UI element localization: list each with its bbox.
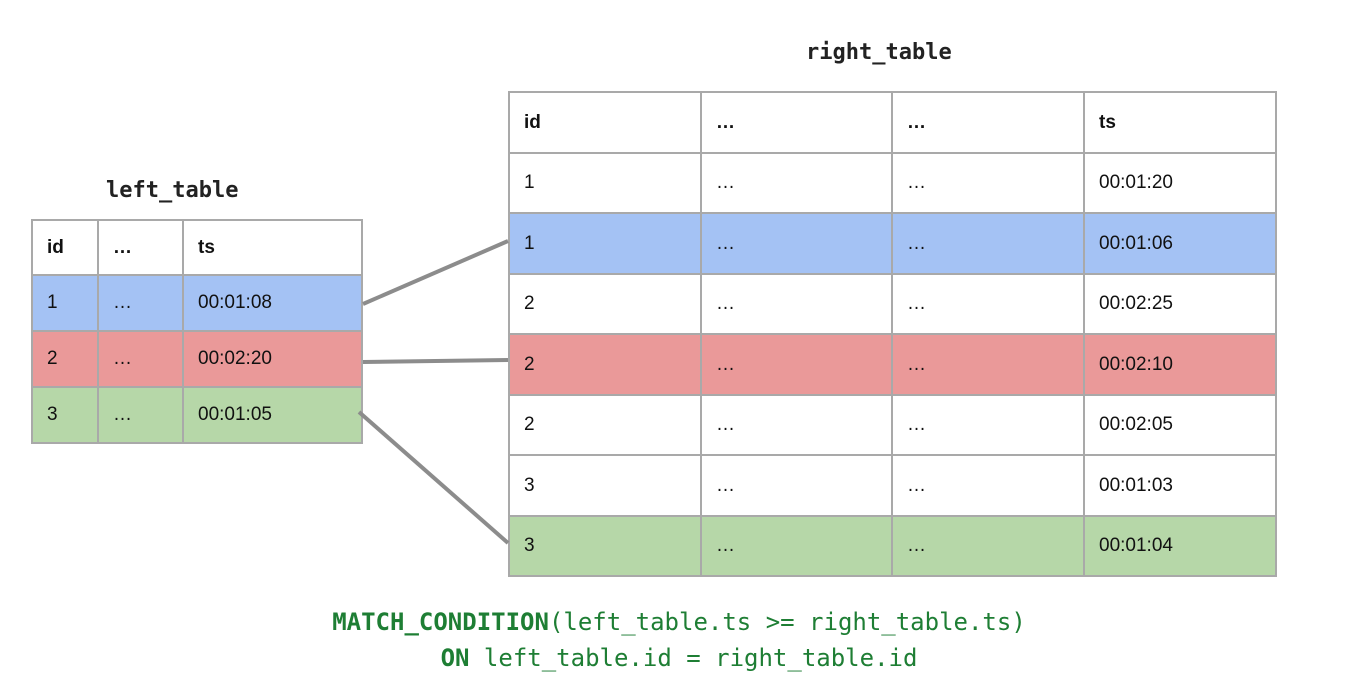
cell: …: [97, 386, 184, 444]
table-row: 1 … 00:01:08: [31, 274, 363, 332]
table-row: 1 … … 00:01:20: [508, 152, 1277, 214]
connector-line-green: [357, 410, 510, 545]
cell: 3: [508, 515, 702, 577]
cell: 00:01:04: [1083, 515, 1277, 577]
cell: …: [700, 333, 893, 396]
table-row: 2 … 00:02:20: [31, 330, 363, 388]
cell: 1: [508, 212, 702, 275]
cell: …: [891, 454, 1085, 517]
cell: …: [97, 274, 184, 332]
table-row: 2 … … 00:02:10: [508, 333, 1277, 396]
cell: 3: [508, 454, 702, 517]
left-table: id … ts 1 … 00:01:08 2 … 00:02:20 3 … 00…: [31, 219, 363, 444]
cell: …: [700, 515, 893, 577]
cell: 00:01:05: [182, 386, 363, 444]
cell: …: [891, 515, 1085, 577]
match-condition-expression: (left_table.ts >= right_table.ts): [548, 608, 1026, 636]
header-cell: id: [508, 91, 702, 154]
cell: 00:02:20: [182, 330, 363, 388]
cell: 00:02:05: [1083, 394, 1277, 456]
table-row: 2 … … 00:02:25: [508, 273, 1277, 335]
header-cell: ts: [182, 219, 363, 276]
cell: …: [891, 333, 1085, 396]
cell: 2: [508, 333, 702, 396]
table-row: 2 … … 00:02:05: [508, 394, 1277, 456]
table-row: 3 … … 00:01:03: [508, 454, 1277, 517]
on-keyword: ON: [440, 644, 470, 672]
cell: …: [700, 273, 893, 335]
cell: 2: [508, 273, 702, 335]
cell: …: [700, 394, 893, 456]
cell: …: [97, 330, 184, 388]
header-cell: …: [97, 219, 184, 276]
cell: 00:02:10: [1083, 333, 1277, 396]
cell: 2: [31, 330, 99, 388]
cell: …: [891, 394, 1085, 456]
cell: 00:01:20: [1083, 152, 1277, 214]
connector-line-blue: [362, 239, 509, 306]
table-row: 3 … 00:01:05: [31, 386, 363, 444]
cell: 00:01:03: [1083, 454, 1277, 517]
cell: 00:01:08: [182, 274, 363, 332]
header-cell: …: [700, 91, 893, 154]
cell: …: [891, 273, 1085, 335]
cell: 00:01:06: [1083, 212, 1277, 275]
cell: …: [891, 212, 1085, 275]
table-row: 1 … … 00:01:06: [508, 212, 1277, 275]
on-clause-line: ON left_table.id = right_table.id: [0, 644, 1358, 672]
cell: 3: [31, 386, 99, 444]
header-row: id … ts: [31, 219, 363, 276]
header-cell: …: [891, 91, 1085, 154]
cell: …: [700, 454, 893, 517]
match-condition-line: MATCH_CONDITION(left_table.ts >= right_t…: [0, 608, 1358, 636]
table-row: 3 … … 00:01:04: [508, 515, 1277, 577]
connector-line-red: [362, 358, 509, 364]
match-condition-keyword: MATCH_CONDITION: [332, 608, 549, 636]
right-table-title: right_table: [806, 40, 952, 65]
header-cell: ts: [1083, 91, 1277, 154]
left-table-title: left_table: [106, 178, 239, 203]
cell: 2: [508, 394, 702, 456]
cell: 00:02:25: [1083, 273, 1277, 335]
header-row: id … … ts: [508, 91, 1277, 154]
on-clause-expression: left_table.id = right_table.id: [469, 644, 918, 672]
cell: …: [700, 152, 893, 214]
header-cell: id: [31, 219, 99, 276]
cell: 1: [31, 274, 99, 332]
right-table: id … … ts 1 … … 00:01:20 1 … … 00:01:06 …: [508, 91, 1277, 577]
cell: 1: [508, 152, 702, 214]
cell: …: [700, 212, 893, 275]
cell: …: [891, 152, 1085, 214]
